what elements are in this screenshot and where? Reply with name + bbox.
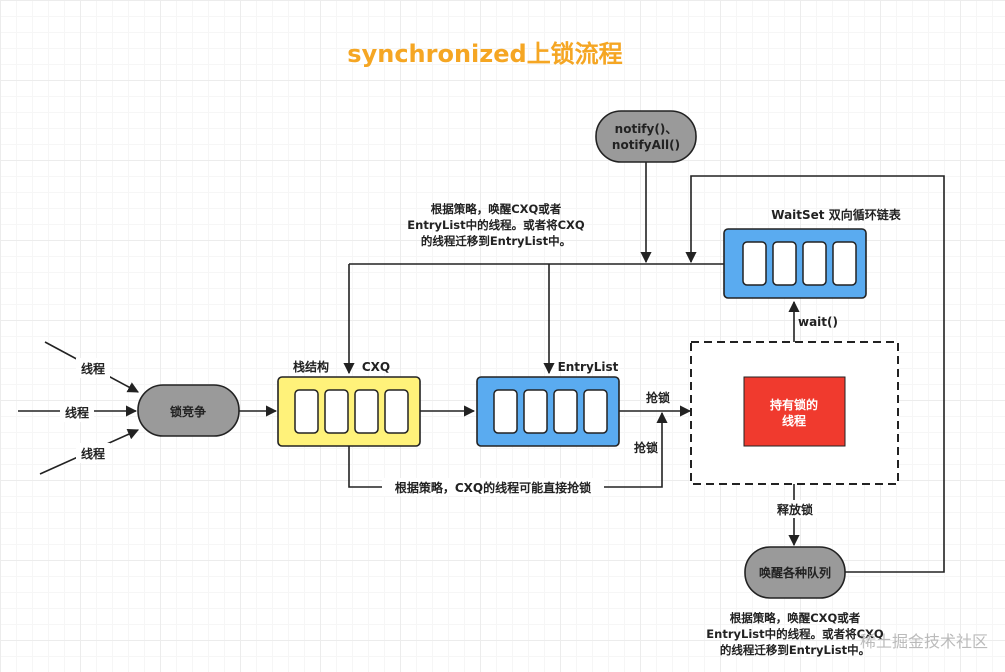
lock-compete-label: 锁竞争 — [170, 404, 206, 419]
waitset-slot — [802, 241, 827, 286]
bottom-note-line1: 根据策略，唤醒CXQ或者 — [730, 611, 861, 625]
watermark: 稀土掘金技术社区 — [860, 632, 988, 651]
cxq-slot — [354, 389, 379, 434]
top-note-line3: 的线程迁移到EntryList中。 — [421, 234, 571, 248]
top-note-line1: 根据策略，唤醒CXQ或者 — [431, 202, 562, 216]
lock-owner-label-line2: 线程 — [782, 413, 806, 428]
release-lock-label: 释放锁 — [777, 502, 813, 517]
notify-label-line1: notify()、 — [615, 122, 678, 136]
entrylist-name: EntryList — [558, 360, 619, 374]
top-note-line2: EntryList中的线程。或者将CXQ — [407, 218, 585, 232]
thread-label-bottom: 线程 — [81, 446, 105, 461]
waitset-slot — [832, 241, 857, 286]
waitset-slot — [772, 241, 797, 286]
entrylist-slot — [553, 389, 578, 434]
cxq-slot — [294, 389, 319, 434]
top-strategy-note: 根据策略，唤醒CXQ或者 EntryList中的线程。或者将CXQ 的线程迁移到… — [407, 202, 585, 248]
entrylist-slot — [583, 389, 608, 434]
cxq-slot — [384, 389, 409, 434]
grab-lock-label-bottom: 抢锁 — [634, 440, 658, 455]
cxq-name: CXQ — [362, 360, 390, 374]
thread-label-middle: 线程 — [65, 405, 89, 420]
waitset-slot — [742, 241, 767, 286]
entrylist-slots — [493, 389, 608, 434]
cxq-direct-grab-label: 根据策略，CXQ的线程可能直接抢锁 — [395, 480, 591, 495]
waitset-slots — [742, 241, 857, 286]
grab-lock-label-top: 抢锁 — [646, 390, 670, 405]
bottom-strategy-note: 根据策略，唤醒CXQ或者 EntryList中的线程。或者将CXQ 的线程迁移到… — [706, 611, 884, 657]
wake-loop-edge — [685, 175, 945, 573]
lock-owner-thread-node — [743, 376, 846, 447]
entrylist-slot — [493, 389, 518, 434]
cxq-slot — [324, 389, 349, 434]
notify-label-line2: notifyAll() — [612, 138, 680, 152]
wait-label: wait() — [798, 315, 838, 329]
cxq-slots — [294, 389, 409, 434]
bottom-note-line2: EntryList中的线程。或者将CXQ — [706, 627, 884, 641]
lock-owner-label-line1: 持有锁的 — [770, 397, 818, 412]
cxq-caption: 栈结构 — [293, 359, 329, 374]
notify-node — [595, 110, 697, 163]
wake-queues-label: 唤醒各种队列 — [759, 565, 831, 580]
thread-label-top: 线程 — [81, 361, 105, 376]
bottom-note-line3: 的线程迁移到EntryList中。 — [720, 643, 870, 657]
entrylist-slot — [523, 389, 548, 434]
waitset-caption: WaitSet 双向循环链表 — [771, 207, 901, 222]
diagram-title: synchronized上锁流程 — [347, 40, 622, 68]
